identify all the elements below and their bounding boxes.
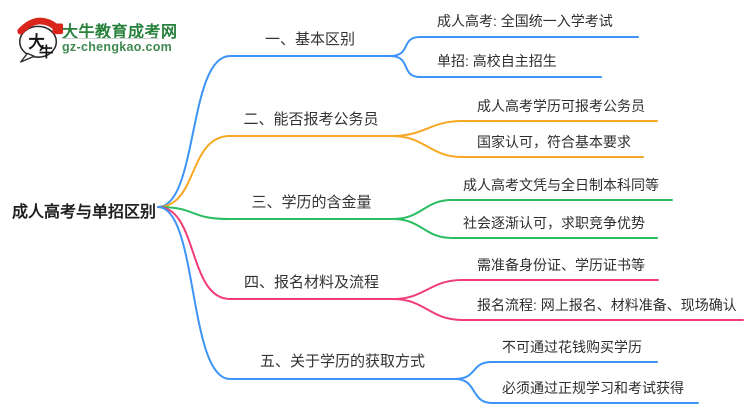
branch-3-trunk-line	[157, 206, 394, 220]
branch-1-node: 一、基本区别	[264, 31, 355, 48]
branch-1-trunk-line	[157, 55, 391, 208]
daniu-logo-icon: 大 牛	[17, 17, 64, 63]
branch-3-leaf-2: 社会逐渐认可，求职竞争优势	[463, 215, 645, 231]
branch-4-trunk-line	[157, 206, 394, 300]
logo-char-niu: 牛	[39, 43, 53, 61]
site-domain: gz-chengkao.com	[62, 40, 173, 54]
branch-2-leaf-1: 成人高考学历可报考公务员	[477, 98, 645, 114]
site-name: 大牛教育成考网	[62, 24, 178, 41]
branch-5-trunk-line	[157, 206, 456, 380]
branch-5-leaf-2: 必须通过正规学习和考试获得	[502, 380, 684, 396]
branch-1-child-1-line	[389, 36, 639, 57]
logo-red-seal	[52, 23, 64, 35]
branch-5-child-2-line	[454, 378, 699, 404]
branch-4-node: 四、报名材料及流程	[243, 274, 379, 291]
branch-4-leaf-2: 报名流程: 网上报名、材料准备、现场确认	[477, 297, 737, 313]
branch-1-leaf-2: 单招: 高校自主招生	[437, 53, 557, 69]
speech-bubble-tail	[20, 52, 35, 63]
branch-2-leaf-2: 国家认可，符合基本要求	[477, 134, 631, 150]
branch-3-child-2-line	[392, 218, 658, 239]
branch-5-leaf-1: 不可通过花钱购买学历	[502, 339, 642, 355]
branch-2-child-2-line	[391, 135, 644, 158]
branch-4-leaf-1: 需准备身份证、学历证书等	[477, 257, 645, 273]
branch-5-node: 五、关于学历的获取方式	[259, 353, 425, 370]
branch-5-child-1-line	[454, 361, 658, 380]
branch-2-node: 二、能否报考公务员	[243, 111, 379, 128]
root-node: 成人高考与单招区别	[12, 204, 157, 221]
branch-3-child-1-line	[392, 199, 673, 220]
branch-1-leaf-1: 成人高考: 全国统一入学考试	[437, 13, 613, 29]
branch-4-child-2-line	[392, 298, 744, 321]
logo-divider	[62, 38, 159, 39]
branch-2-trunk-line	[157, 135, 393, 208]
branch-1-child-2-line	[389, 55, 602, 78]
logo-char-da: 大	[28, 33, 45, 52]
branch-3-leaf-1: 成人高考文凭与全日制本科同等	[463, 177, 659, 193]
branch-2-child-1-line	[391, 120, 658, 137]
branch-4-child-1-line	[392, 279, 659, 300]
site-logo: 大 牛 大牛教育成考网 gz-chengkao.com	[0, 0, 230, 70]
branch-3-node: 三、学历的含金量	[251, 194, 372, 211]
